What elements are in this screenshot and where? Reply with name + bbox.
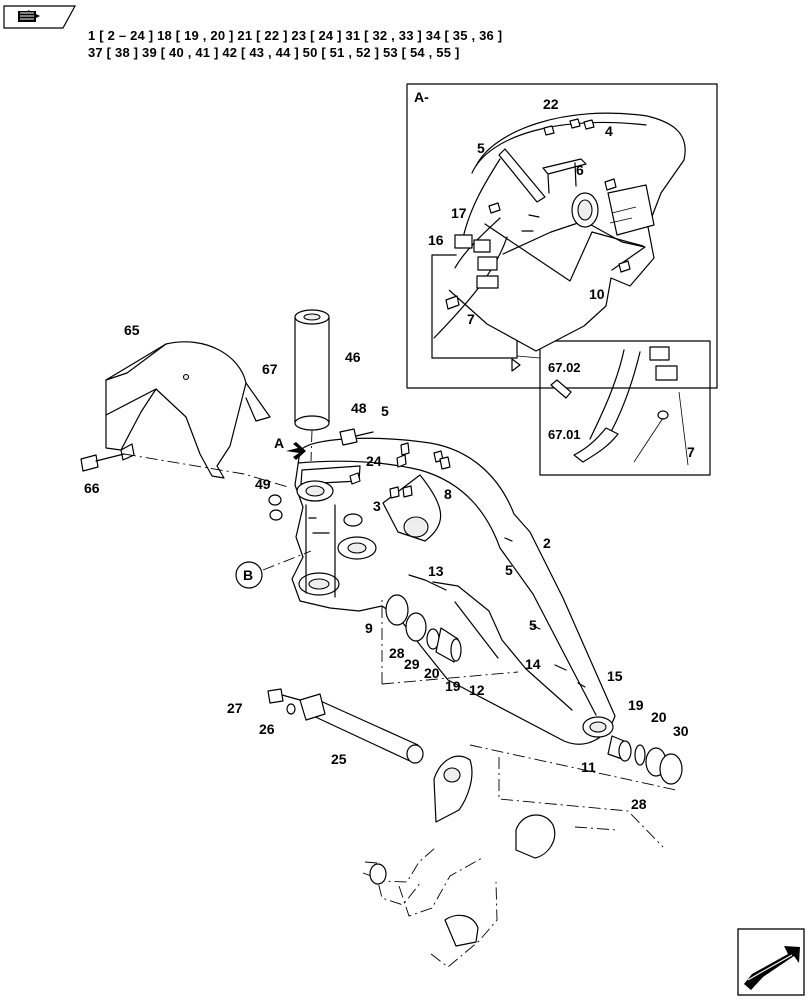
zoom-arrow-icon bbox=[511, 358, 521, 372]
callout-28-left: 28 bbox=[389, 645, 405, 661]
callout-65: 65 bbox=[124, 322, 140, 338]
callout-4: 4 bbox=[605, 123, 613, 139]
detail-hose-clamps bbox=[433, 217, 689, 466]
section-b-axis bbox=[262, 550, 312, 571]
view-direction-label: A bbox=[274, 435, 284, 451]
bolt-27 bbox=[267, 688, 301, 704]
callout-9: 9 bbox=[365, 620, 373, 636]
lower-bracket bbox=[362, 755, 556, 968]
callout-67-01: 67.01 bbox=[548, 427, 581, 442]
callout-24: 24 bbox=[366, 453, 382, 469]
bolt-66 bbox=[80, 453, 125, 472]
callout-19-right: 19 bbox=[628, 697, 644, 713]
pin-46-axis bbox=[310, 429, 313, 462]
callout-11: 11 bbox=[581, 759, 596, 775]
callout-13: 13 bbox=[428, 563, 444, 579]
callout-12: 12 bbox=[469, 682, 485, 698]
detail-view-inset bbox=[539, 340, 711, 476]
callout-29: 29 bbox=[404, 656, 420, 672]
callout-7-detail: 7 bbox=[467, 311, 475, 327]
callout-7-inset: 7 bbox=[687, 444, 695, 460]
zoom-leader bbox=[516, 355, 541, 359]
callout-49: 49 bbox=[255, 476, 271, 492]
detail-view-label: A- bbox=[414, 89, 429, 105]
callout-22: 22 bbox=[543, 96, 559, 112]
section-marker-b bbox=[235, 561, 263, 589]
callout-20-right: 20 bbox=[651, 709, 667, 725]
reference-line-1: 1 [ 2 – 24 ] 18 [ 19 , 20 ] 21 [ 22 ] 23… bbox=[88, 28, 503, 43]
callout-26: 26 bbox=[259, 721, 275, 737]
callout-2: 2 bbox=[543, 535, 551, 551]
bolt-48 bbox=[339, 428, 374, 446]
callout-5-top: 5 bbox=[381, 403, 389, 419]
callout-67-02: 67.02 bbox=[548, 360, 581, 375]
callout-27: 27 bbox=[227, 700, 243, 716]
pin-axis-left bbox=[381, 600, 519, 685]
callout-16: 16 bbox=[428, 232, 444, 248]
callout-66: 66 bbox=[84, 480, 100, 496]
callout-15: 15 bbox=[607, 668, 623, 684]
pin-axis-right bbox=[469, 744, 677, 848]
callout-20-left: 20 bbox=[424, 665, 440, 681]
callout-3: 3 bbox=[373, 498, 381, 514]
callout-labels: 2 3 4 5 5 5 5 6 7 7 8 9 10 11 12 13 14 1… bbox=[84, 96, 695, 812]
pin-25 bbox=[299, 693, 424, 764]
callout-5-mid: 5 bbox=[505, 562, 513, 578]
guard-axis bbox=[123, 453, 289, 488]
callout-17: 17 bbox=[451, 205, 467, 221]
callout-8: 8 bbox=[444, 486, 452, 502]
bushing-set-left bbox=[385, 594, 462, 663]
callout-46: 46 bbox=[345, 349, 361, 365]
boom-assembly bbox=[291, 437, 616, 745]
callout-5-detail: 5 bbox=[477, 140, 485, 156]
guard-65 bbox=[105, 341, 271, 479]
callout-6: 6 bbox=[576, 162, 584, 178]
callout-30: 30 bbox=[673, 723, 689, 739]
pin-46 bbox=[294, 309, 330, 431]
callout-14: 14 bbox=[525, 656, 541, 672]
callout-10: 10 bbox=[589, 286, 605, 302]
callout-67: 67 bbox=[262, 361, 278, 377]
callout-48: 48 bbox=[351, 400, 367, 416]
reference-line-2: 37 [ 38 ] 39 [ 40 , 41 ] 42 [ 43 , 44 ] … bbox=[88, 45, 460, 60]
book-arrow-icon[interactable] bbox=[3, 5, 77, 29]
next-page-arrow-icon[interactable] bbox=[737, 928, 805, 996]
washer-26 bbox=[286, 703, 296, 715]
callout-5-lower: 5 bbox=[529, 617, 537, 633]
callout-25: 25 bbox=[331, 751, 347, 767]
section-label: B bbox=[243, 567, 253, 583]
bushing-set-right bbox=[607, 735, 683, 785]
callout-28-right: 28 bbox=[631, 796, 647, 812]
callout-19-left: 19 bbox=[445, 678, 461, 694]
view-direction-arrow-icon bbox=[286, 442, 306, 460]
nuts-49 bbox=[268, 494, 283, 521]
